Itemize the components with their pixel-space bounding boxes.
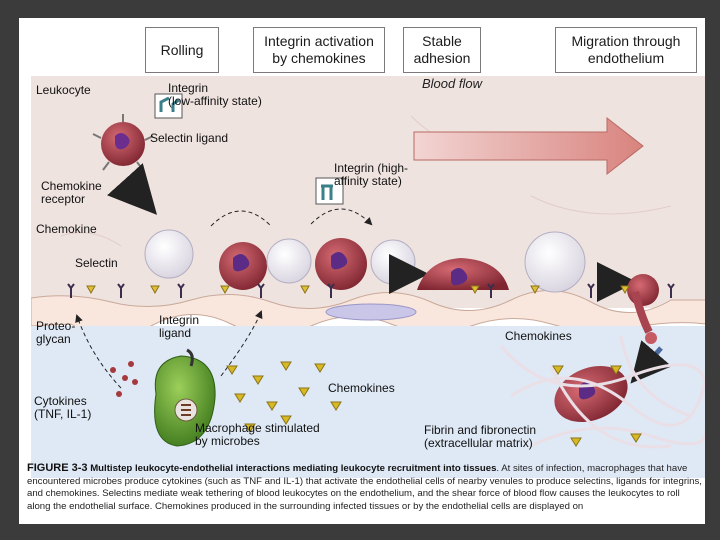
- stage-integrin-activation: Integrin activation by chemokines: [253, 27, 385, 73]
- label-chemokine-receptor: Chemokine receptor: [41, 179, 102, 206]
- tissue-chemokines: [226, 361, 642, 447]
- leukocyte-ghost-4: [524, 231, 586, 293]
- blood-flow-arrow: [413, 116, 644, 176]
- label-leukocyte: Leukocyte: [36, 83, 91, 97]
- figure-page: Rolling Integrin activation by chemokine…: [19, 18, 705, 524]
- leukocyte-adhered: [417, 258, 509, 290]
- selectins: [67, 283, 675, 298]
- label-chemokines-lower: Chemokines: [328, 381, 395, 395]
- leukocyte-migrating: [627, 274, 659, 344]
- stage-rolling: Rolling: [145, 27, 219, 73]
- chemokine-arrow: [220, 310, 263, 377]
- caption-figure-number: FIGURE 3-3: [27, 462, 88, 474]
- leukocyte-ghost-1: [144, 229, 194, 279]
- leukocyte-ghost-3: [370, 239, 416, 285]
- label-selectin-ligand: Selectin ligand: [150, 131, 229, 145]
- label-integrin-high: Integrin (high- affinity state): [334, 161, 409, 188]
- caption-title: Multistep leukocyte-endothelial interact…: [90, 463, 497, 474]
- recruitment-illustration: [31, 76, 705, 478]
- leukocyte-rolling-1: [219, 242, 267, 290]
- label-selectin: Selectin: [75, 256, 118, 270]
- label-chemokine: Chemokine: [36, 222, 97, 236]
- endothelial-nucleus: [325, 303, 417, 321]
- label-chemokines-right: Chemokines: [505, 329, 572, 343]
- label-blood-flow: Blood flow: [422, 76, 482, 91]
- label-fibrin: Fibrin and fibronectin (extracellular ma…: [424, 423, 537, 450]
- leukocyte-rolling-2: [315, 238, 367, 290]
- label-integrin-ligand: Integrin ligand: [159, 313, 200, 340]
- vessel-lumen: [31, 76, 705, 308]
- label-proteoglycan: Proteo- glycan: [36, 319, 76, 346]
- fibrin-fibres: [499, 335, 705, 449]
- stage-stable-adhesion: Stable adhesion: [403, 27, 481, 73]
- rolling-path-arrows: [210, 208, 371, 226]
- leukocyte-ghost-2: [266, 238, 312, 284]
- label-integrin-low: Integrin (low-affinity state): [168, 81, 262, 108]
- label-macrophage: Macrophage stimulated by microbes: [195, 421, 320, 448]
- cytokine-arrow: [75, 314, 122, 389]
- integrin-high-icon: [315, 177, 344, 205]
- macrophage: [154, 348, 216, 447]
- stage-migration: Migration through endothelium: [555, 27, 697, 73]
- cytokines: [110, 361, 138, 397]
- label-cytokines: Cytokines (TNF, IL-1): [34, 394, 92, 421]
- figure-caption: FIGURE 3-3 Multistep leukocyte-endotheli…: [27, 462, 702, 512]
- integrin-low-icon: [154, 93, 183, 119]
- caption-body: At sites of infection, macrophages that …: [27, 463, 702, 512]
- entry-arrow: [107, 163, 158, 215]
- endothelial-chemokines: [86, 285, 630, 295]
